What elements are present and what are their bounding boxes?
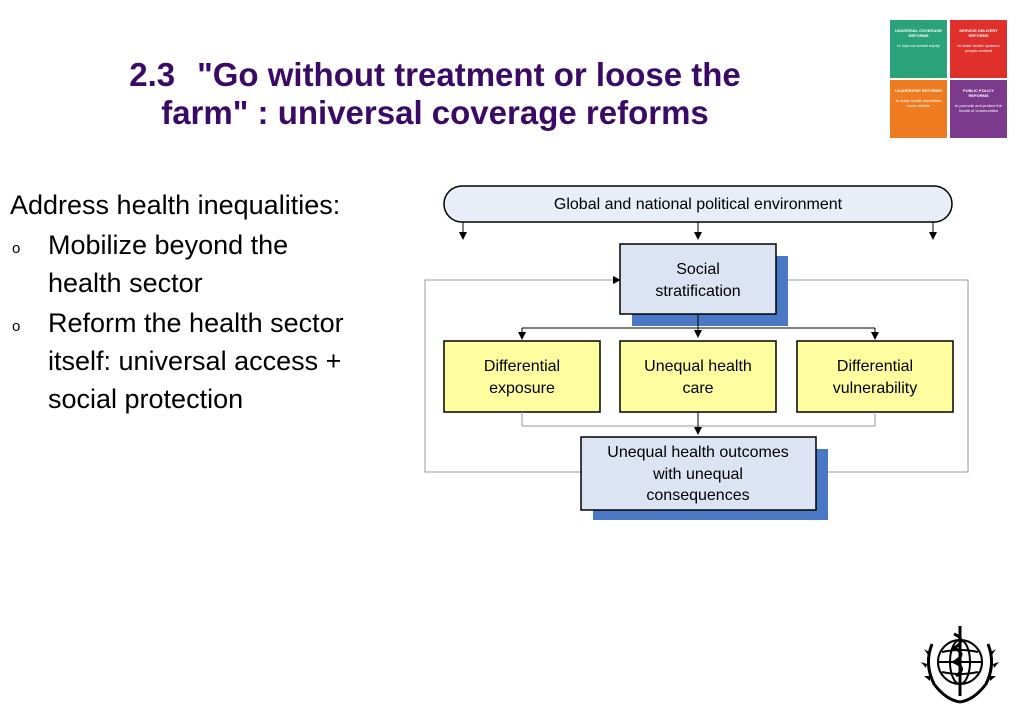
outcomes-label-1: Unequal health outcomes xyxy=(607,444,788,461)
puzzle-piece-title: PUBLIC POLICY REFORMS xyxy=(963,88,994,98)
puzzle-piece-sub: to make health authorities more reliable xyxy=(895,98,942,108)
unequal-health-care-label-1: Unequal health xyxy=(644,358,752,375)
puzzle-piece-title: SERVICE DELIVERY REFORMS xyxy=(959,28,998,38)
title-line-2: farm" : universal coverage reforms xyxy=(161,94,709,131)
puzzle-piece-universal-coverage: UNIVERSAL COVERAGE REFORMS to improve he… xyxy=(890,20,947,78)
differential-exposure-label-2: exposure xyxy=(489,380,555,397)
puzzle-piece-title: LEADERSHIP REFORMS xyxy=(895,88,942,93)
bullet-item: o Mobilize beyond the health sector xyxy=(10,226,410,302)
puzzle-piece-service-delivery: SERVICE DELIVERY REFORMS to make health … xyxy=(950,20,1007,78)
puzzle-piece-sub: to improve health equity xyxy=(897,43,940,48)
title-line-1: 2.3 "Go without treatment or loose the xyxy=(40,56,830,94)
puzzle-piece-title: UNIVERSAL COVERAGE REFORMS xyxy=(894,28,943,38)
unequal-health-care-box xyxy=(619,340,777,413)
bullet-list: Address health inequalities: o Mobilize … xyxy=(10,186,410,418)
outcomes-label-2: with unequal xyxy=(652,466,743,483)
differential-vulnerability-label-2: vulnerability xyxy=(833,380,917,397)
differential-exposure-label-1: Differential xyxy=(484,358,560,375)
reforms-puzzle-image: UNIVERSAL COVERAGE REFORMS to improve he… xyxy=(890,20,1008,140)
puzzle-piece-leadership: LEADERSHIP REFORMS to make health author… xyxy=(890,80,947,138)
differential-exposure-box xyxy=(443,340,601,413)
puzzle-piece-sub: to make health systems people-centred xyxy=(957,43,1000,53)
social-stratification-label-2: stratification xyxy=(655,283,740,300)
bullet-line: Mobilize beyond the xyxy=(48,230,289,260)
bullet-line: itself: universal access + xyxy=(48,346,342,376)
bullet-marker: o xyxy=(12,318,21,335)
bullet-item: o Reform the health sector itself: unive… xyxy=(10,304,410,418)
bullet-line: social protection xyxy=(48,384,244,414)
title-text-1: "Go without treatment or loose the xyxy=(197,56,741,93)
differential-vulnerability-label-1: Differential xyxy=(837,358,913,375)
social-stratification-label-1: Social xyxy=(676,261,720,278)
bullet-line: Reform the health sector xyxy=(48,308,344,338)
bullet-marker: o xyxy=(12,240,21,257)
environment-label: Global and national political environmen… xyxy=(554,196,843,213)
outcomes-box xyxy=(580,436,817,511)
who-emblem-icon xyxy=(921,626,999,704)
unequal-health-care-label-2: care xyxy=(682,380,713,397)
puzzle-piece-public-policy: PUBLIC POLICY REFORMS to promote and pro… xyxy=(950,80,1007,138)
title-number: 2.3 xyxy=(129,56,176,93)
differential-vulnerability-box xyxy=(796,340,954,413)
bullet-lead: Address health inequalities: xyxy=(10,190,341,220)
bullet-line: health sector xyxy=(48,268,203,298)
slide-title: 2.3 "Go without treatment or loose the fa… xyxy=(40,56,830,132)
outcomes-label-3: consequences xyxy=(646,487,749,504)
social-stratification-box xyxy=(619,243,777,315)
puzzle-piece-sub: to promote and protect the health of com… xyxy=(955,103,1002,113)
